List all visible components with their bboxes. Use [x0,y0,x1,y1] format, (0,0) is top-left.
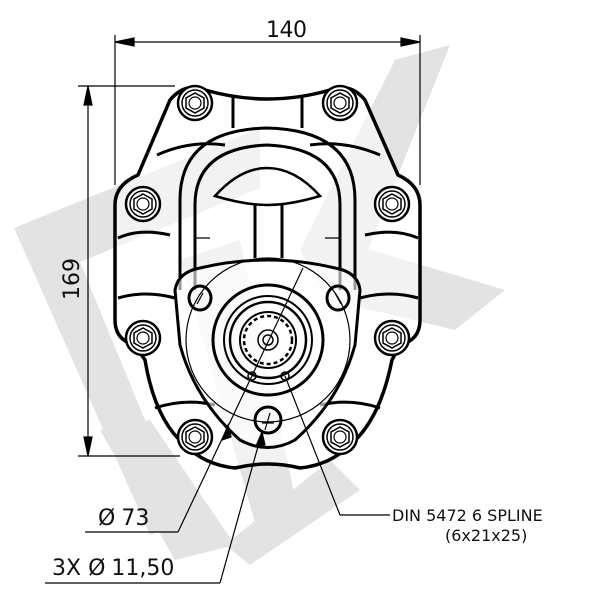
dimension-width-label: 140 [266,18,307,43]
bolt-top-left [176,84,214,122]
diameter-symbol: Ø [88,556,106,581]
leader-lines [45,267,390,584]
flange-plate [173,257,362,449]
bolt-top-right [321,84,359,122]
bolt-mid-left-upper [124,185,162,223]
bolt-bottom-left [176,418,214,456]
bolt-holes-value: 11,50 [111,556,175,581]
diameter-symbol: Ø [98,506,116,531]
body-bolts [124,84,411,456]
dimension-width [114,35,421,185]
dimension-height [78,85,180,457]
upper-arch [178,126,357,290]
spline-annotation-line2: (6x21x25) [445,526,528,545]
flange-bolt-holes [187,284,351,435]
dimension-height-label: 169 [60,258,85,300]
bolt-holes-count: 3X [52,556,82,581]
bolt-mid-right-upper [373,185,411,223]
bolt-mid-left-lower [124,319,162,357]
bolt-bottom-right [321,418,359,456]
body-ribs [117,97,419,410]
pilot-diameter-value: 73 [121,506,150,531]
bolt-mid-right-lower [373,319,411,357]
spline-annotation-line1: DIN 5472 6 SPLINE [392,506,543,525]
